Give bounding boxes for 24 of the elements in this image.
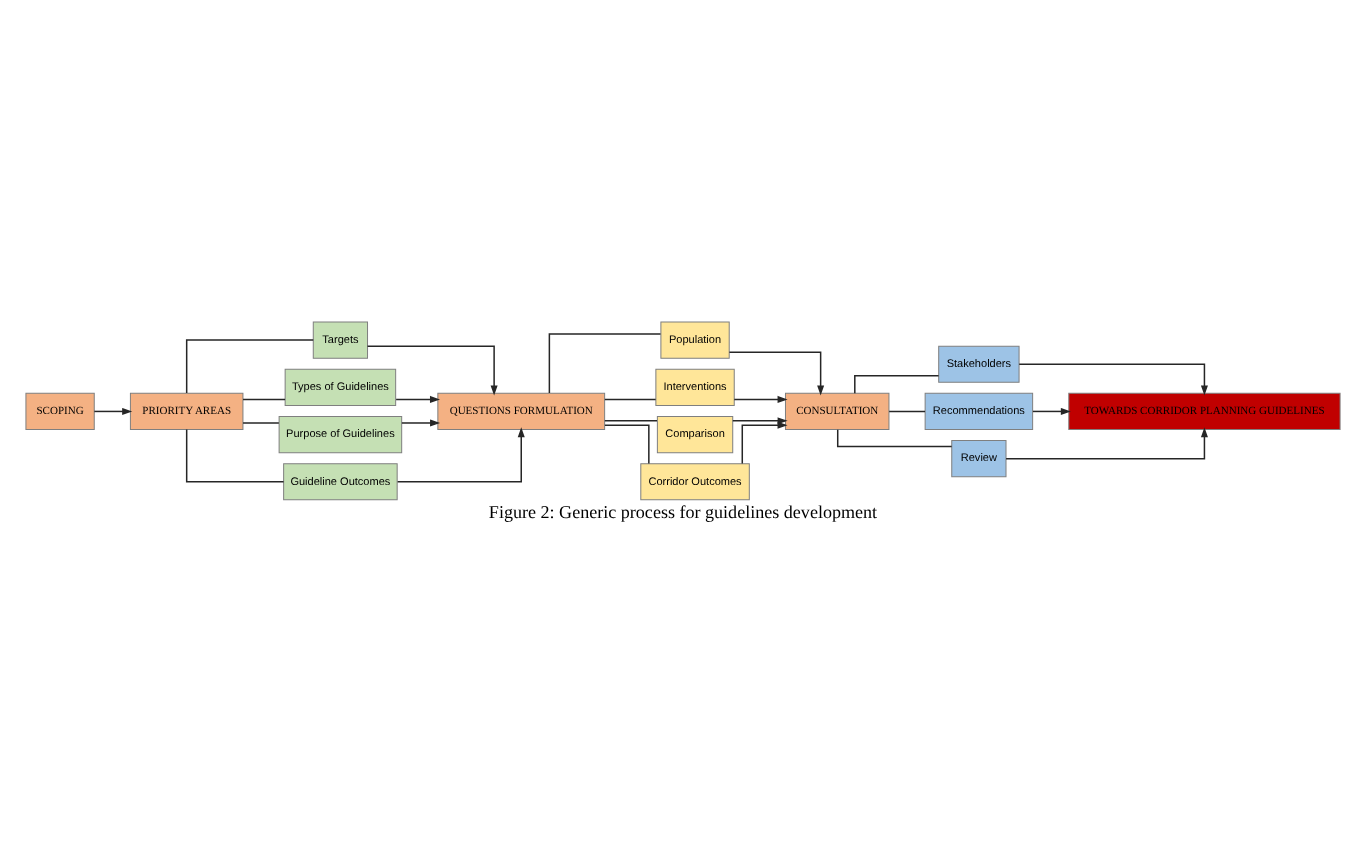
connector bbox=[548, 333, 662, 394]
connector bbox=[854, 375, 940, 394]
connector bbox=[242, 422, 280, 424]
arrow bbox=[733, 395, 788, 403]
connector bbox=[836, 429, 953, 448]
arrow bbox=[1005, 427, 1208, 460]
arrow bbox=[1032, 407, 1071, 415]
caption: Figure 2: Generic process for guidelines development bbox=[488, 502, 878, 523]
arrow bbox=[396, 427, 525, 483]
connector bbox=[242, 398, 286, 401]
arrow bbox=[1018, 363, 1208, 396]
connector bbox=[185, 428, 285, 483]
connector bbox=[185, 339, 315, 394]
arrow bbox=[93, 407, 133, 415]
connector bbox=[604, 424, 650, 465]
arrow bbox=[366, 345, 498, 396]
connector bbox=[604, 420, 658, 422]
arrow bbox=[741, 421, 788, 465]
arrow bbox=[401, 419, 441, 427]
arrow bbox=[728, 351, 825, 396]
arrow bbox=[395, 395, 441, 403]
arrow bbox=[732, 417, 788, 425]
connector bbox=[604, 398, 657, 401]
connector bbox=[888, 410, 926, 413]
